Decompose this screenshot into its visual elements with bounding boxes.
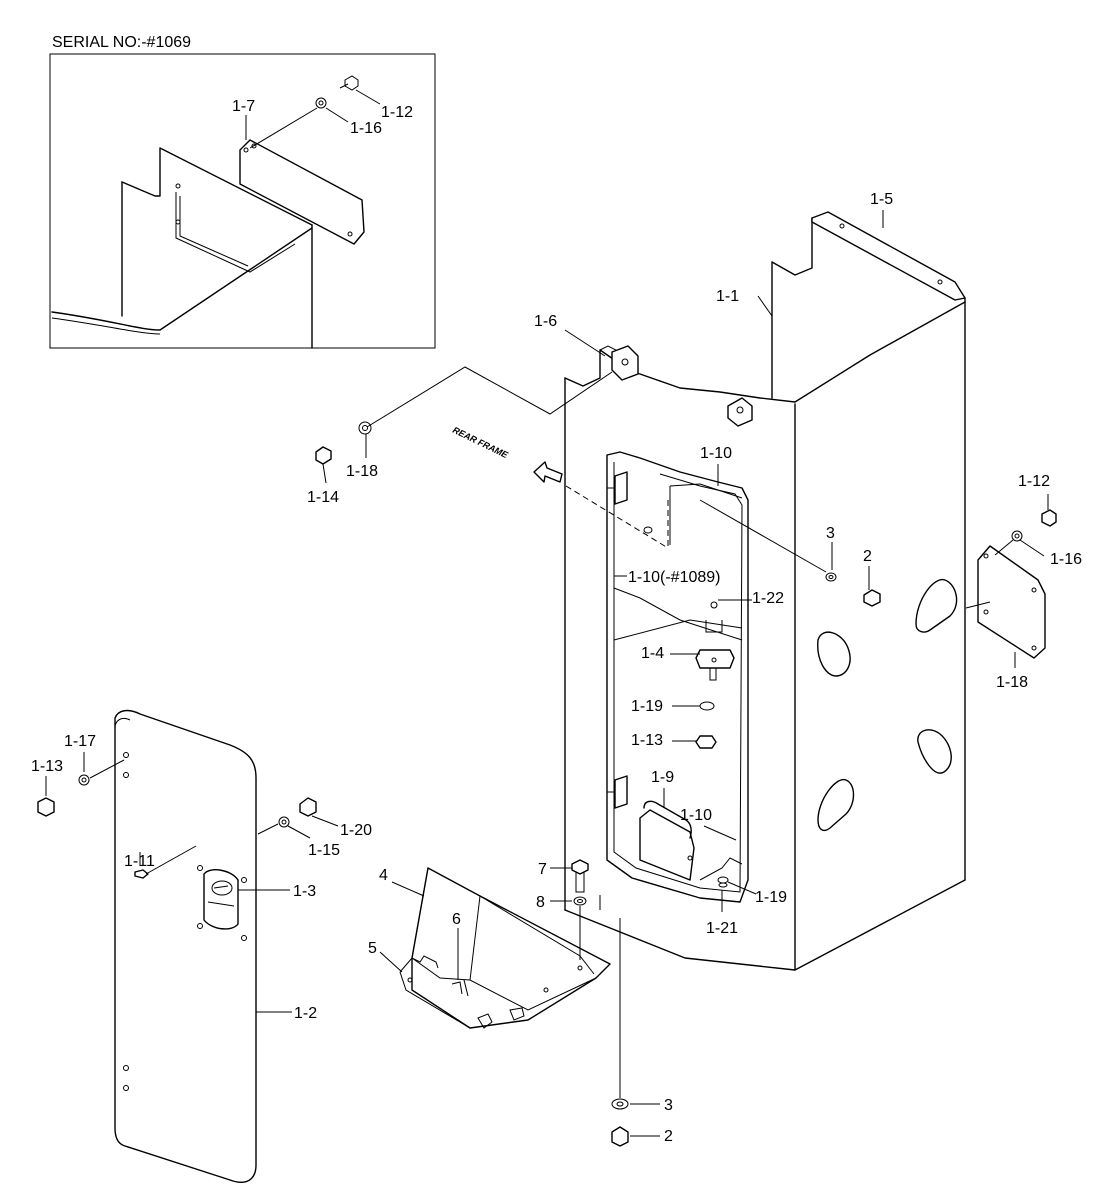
rear-frame-dashed bbox=[565, 485, 669, 549]
label-8: 8 bbox=[536, 894, 545, 911]
label-5: 5 bbox=[368, 940, 377, 957]
main-labels: 1-5 1-1 1-10 1-10(-#1089) 1-22 1-4 1-19 … bbox=[614, 191, 893, 937]
washer-1-19-low bbox=[717, 876, 729, 884]
door-panel-1-2: 1-11 1-3 1-2 bbox=[114, 709, 317, 1183]
bracket-1-6 bbox=[611, 345, 639, 381]
label-1-6: 1-6 bbox=[534, 313, 557, 330]
label-3-right: 3 bbox=[826, 525, 835, 542]
label-1-18-right: 1-18 bbox=[996, 674, 1028, 691]
washer-3-bottom-icon bbox=[611, 1098, 629, 1110]
label-1-7: 1-7 bbox=[232, 98, 255, 115]
hinge-top bbox=[614, 471, 628, 505]
label-1-14: 1-14 bbox=[307, 489, 339, 506]
washer-8-icon bbox=[573, 896, 587, 906]
bolt-1-12-icon bbox=[1041, 509, 1057, 527]
label-2-right: 2 bbox=[863, 548, 872, 565]
inset-opening bbox=[175, 192, 296, 273]
nut-2-bottom-icon bbox=[611, 1126, 629, 1147]
bolt-1-14-icon bbox=[315, 446, 332, 465]
washer-1-15-icon bbox=[278, 816, 290, 828]
side-port-3 bbox=[917, 729, 952, 774]
bracket-rear bbox=[727, 397, 753, 427]
cover-plate-1-18 bbox=[977, 545, 1046, 659]
handle-1-9 bbox=[643, 800, 692, 839]
side-port-4 bbox=[817, 779, 855, 832]
washer-1-16-icon bbox=[1011, 530, 1023, 542]
label-1-12-right: 1-12 bbox=[1018, 473, 1050, 490]
inset-detail: SERIAL NO:-#1069 1-7 1-12 1-16 bbox=[49, 34, 436, 349]
label-1-18-left: 1-18 bbox=[346, 463, 378, 480]
left-top-hardware: 1-6 1-18 1-14 bbox=[307, 313, 613, 506]
label-7: 7 bbox=[538, 861, 547, 878]
side-port-1 bbox=[915, 578, 958, 633]
plate-1-10-top bbox=[669, 483, 743, 499]
inset-tank-top-rim bbox=[121, 147, 313, 226]
label-1-16-right: 1-16 bbox=[1050, 551, 1082, 568]
label-1-19-mid: 1-19 bbox=[631, 698, 663, 715]
bottom-hardware: 3 2 bbox=[611, 1097, 673, 1147]
label-4: 4 bbox=[379, 867, 388, 884]
tank-bottom-edge bbox=[564, 879, 966, 971]
tank-top-rim-front bbox=[564, 301, 966, 403]
label-1-20: 1-20 bbox=[340, 822, 372, 839]
rear-frame-arrow-icon bbox=[533, 461, 563, 483]
washer-1-18-icon bbox=[358, 421, 372, 435]
washer-1-19-mid bbox=[699, 701, 715, 711]
nut-1-21 bbox=[718, 882, 728, 888]
hinge-bottom bbox=[614, 775, 628, 809]
label-1-10-low: 1-10 bbox=[680, 807, 712, 824]
label-1-11: 1-11 bbox=[124, 853, 155, 870]
label-6: 6 bbox=[452, 911, 461, 928]
tray-tag-6 bbox=[451, 979, 469, 997]
label-1-17: 1-17 bbox=[64, 733, 96, 750]
bracket-1-9-box bbox=[639, 809, 695, 881]
washer-3-right-icon bbox=[825, 572, 837, 582]
inset-frame bbox=[49, 53, 436, 349]
label-1-13-mid: 1-13 bbox=[631, 732, 663, 749]
label-3-bottom: 3 bbox=[664, 1097, 673, 1114]
inset-bolt-icon bbox=[344, 75, 359, 91]
side-port-2 bbox=[817, 631, 851, 677]
left-hardware: 1-13 1-17 1-20 1-15 bbox=[31, 733, 372, 859]
label-1-19-low: 1-19 bbox=[755, 889, 787, 906]
label-1-16-inset: 1-16 bbox=[350, 120, 382, 137]
door-panel bbox=[114, 709, 257, 1183]
bolt-2-right-icon bbox=[863, 589, 881, 607]
bolt-1-13-left-icon bbox=[37, 797, 55, 817]
right-cover: 1-12 1-16 1-18 3 2 bbox=[825, 473, 1082, 691]
label-1-21: 1-21 bbox=[706, 920, 738, 937]
label-1-3: 1-3 bbox=[293, 883, 316, 900]
label-1-12-inset: 1-12 bbox=[381, 104, 413, 121]
inset-tank-bottom-edge bbox=[51, 227, 313, 331]
rear-frame-note: REAR FRAME bbox=[451, 425, 510, 461]
label-1-5: 1-5 bbox=[870, 191, 893, 208]
label-1-4: 1-4 bbox=[641, 645, 664, 662]
bolt-7-washer-8: 7 8 bbox=[536, 859, 589, 960]
label-1-13-left: 1-13 bbox=[31, 758, 63, 775]
drain-line bbox=[599, 895, 621, 1098]
inset-washer-icon bbox=[315, 97, 327, 109]
inset-title: SERIAL NO:-#1069 bbox=[52, 34, 191, 51]
bolt-1-13-mid bbox=[695, 735, 717, 749]
label-1-15: 1-15 bbox=[308, 842, 340, 859]
latch-1-3 bbox=[203, 869, 239, 930]
label-1-22: 1-22 bbox=[752, 590, 784, 607]
label-1-2: 1-2 bbox=[294, 1005, 317, 1022]
tray-assembly: 4 5 6 bbox=[368, 867, 611, 1029]
label-1-1: 1-1 bbox=[716, 288, 739, 305]
pin-1-11-icon bbox=[134, 869, 149, 879]
inset-cover-plate bbox=[239, 139, 365, 245]
label-1-10-mid: 1-10(-#1089) bbox=[628, 569, 721, 586]
bolt-7-icon bbox=[571, 859, 589, 875]
nut-1-20-icon bbox=[299, 797, 317, 817]
washer-1-17-icon bbox=[78, 774, 90, 786]
label-1-10-top: 1-10 bbox=[700, 445, 732, 462]
tank-inspection-opening bbox=[606, 451, 749, 903]
label-1-9: 1-9 bbox=[651, 769, 674, 786]
label-2-bottom: 2 bbox=[664, 1128, 673, 1145]
bracket-1-4 bbox=[695, 649, 735, 669]
plate-1-5 bbox=[811, 211, 966, 301]
